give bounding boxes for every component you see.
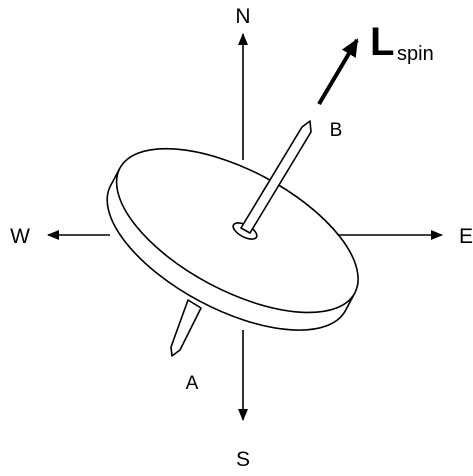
- angular-momentum-subscript: spin: [397, 43, 434, 65]
- pin-end-b-label: B: [330, 120, 343, 141]
- spinning-disk: [106, 147, 359, 331]
- east-label: E: [459, 225, 473, 248]
- pin-lower-end: [170, 299, 202, 357]
- west-label: W: [10, 225, 30, 248]
- south-label: S: [236, 448, 250, 471]
- north-label: N: [235, 5, 250, 28]
- pin-upper-end: [240, 120, 312, 234]
- angular-momentum-arrow: [317, 38, 359, 106]
- angular-momentum-symbol: L: [370, 20, 394, 64]
- pin-end-a-label: A: [186, 373, 199, 394]
